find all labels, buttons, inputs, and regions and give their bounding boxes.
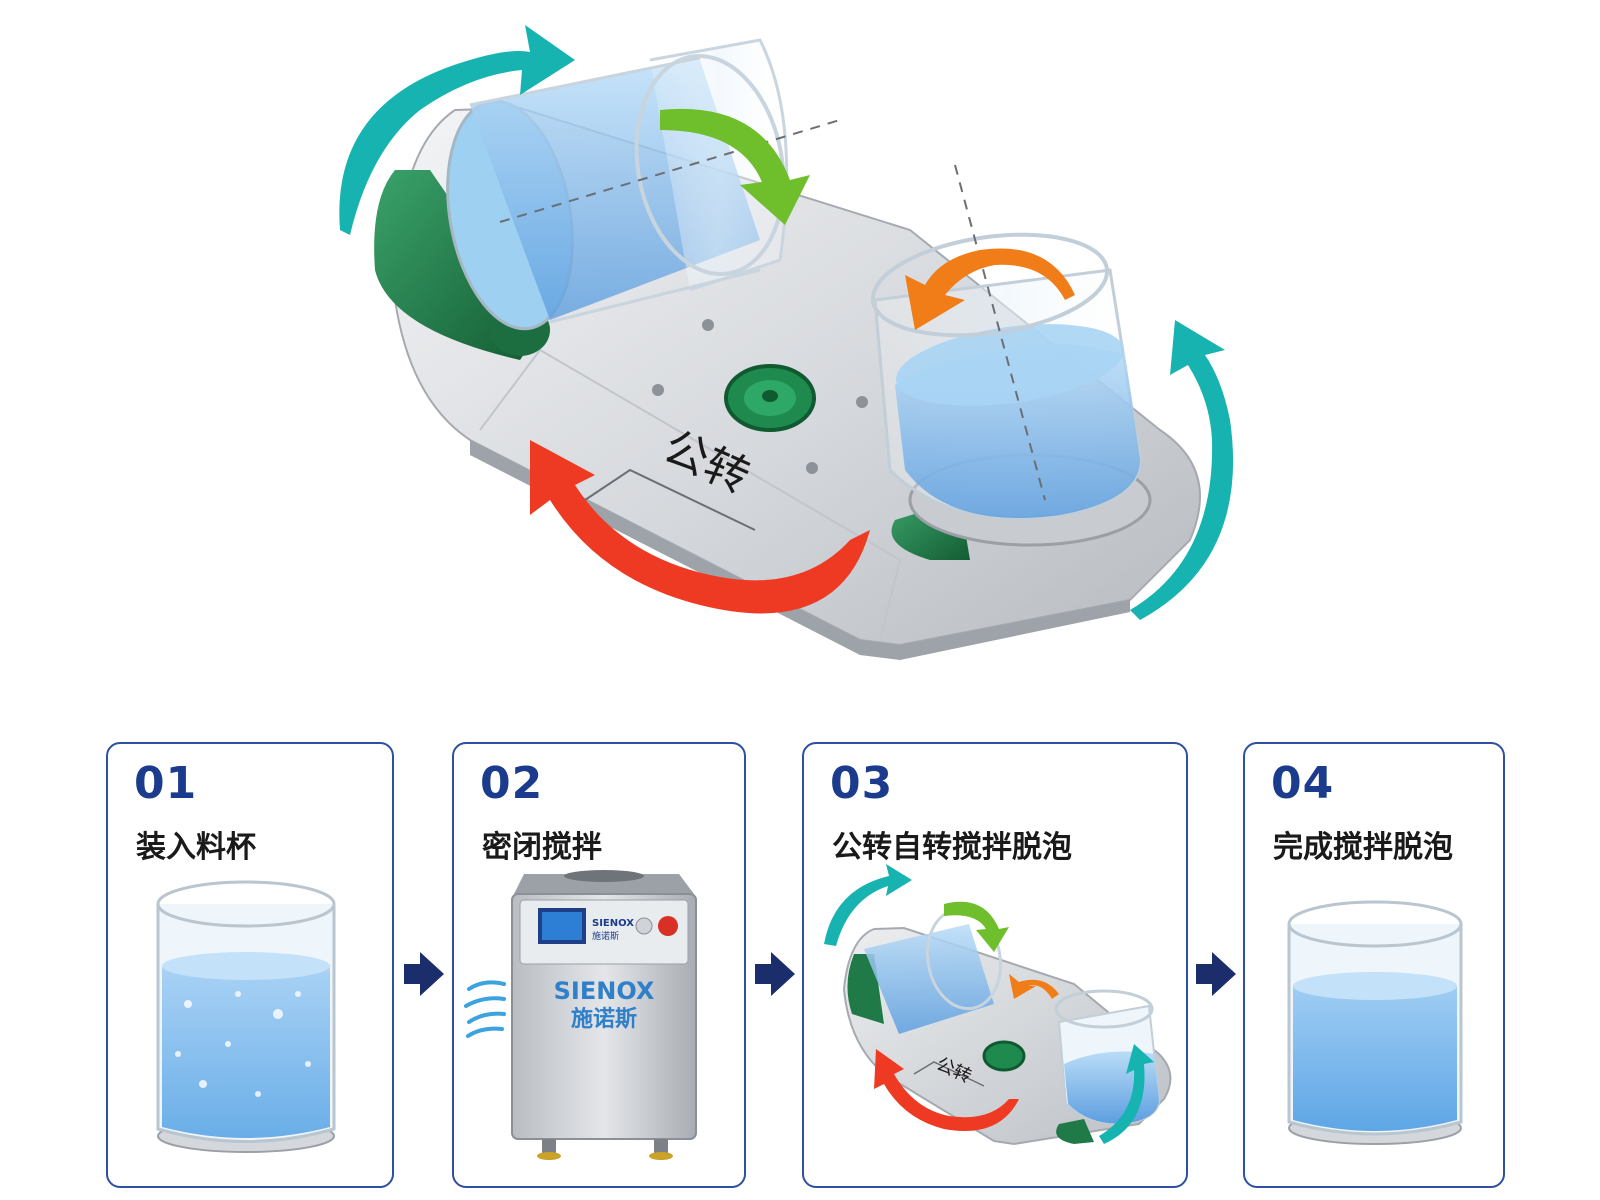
next-step-arrow-icon — [755, 950, 795, 998]
empty-cup-with-liquid — [156, 880, 336, 1153]
step-card-1: 01 装入料杯 — [106, 742, 394, 1188]
rotation-arrow-icon — [339, 25, 575, 235]
panel-brand-en: SIENOX — [592, 918, 634, 929]
mixer-machine: SIENOX 施诺斯 SIENOX 施诺斯 — [464, 870, 697, 1160]
step-title: 装入料杯 — [136, 830, 256, 865]
machine-brand-cn: 施诺斯 — [571, 1006, 637, 1032]
rotation-arrow-icon — [530, 440, 870, 614]
step-card-3: 03 公转自转搅拌脱泡 公转 — [802, 742, 1188, 1188]
step-number: 03 — [830, 758, 894, 809]
step-number: 04 — [1271, 758, 1335, 809]
mini-revolution-illustration: 公转 — [824, 864, 1172, 1146]
step-card-2: 02 密闭搅拌 SIENOX 施诺斯 SIENOX 施诺斯 — [452, 742, 746, 1188]
rotation-arrow-icon — [905, 248, 1075, 330]
rotation-arrow-icon — [660, 108, 810, 225]
next-step-arrow-icon — [404, 950, 444, 998]
step-title: 密闭搅拌 — [482, 830, 602, 865]
hero-illustration: 公转 — [339, 25, 1234, 660]
step-title: 完成搅拌脱泡 — [1273, 830, 1453, 865]
machine-brand-en: SIENOX — [554, 977, 655, 1005]
step-title: 公转自转搅拌脱泡 — [832, 830, 1072, 865]
finished-cup — [1287, 900, 1463, 1145]
step-number: 01 — [134, 758, 198, 809]
panel-brand-cn: 施诺斯 — [592, 930, 619, 942]
rotation-arrow-icon — [1130, 320, 1234, 620]
step-number: 02 — [480, 758, 544, 809]
airflow-icon — [464, 980, 506, 1038]
right-cup-upright — [870, 232, 1142, 520]
next-step-arrow-icon — [1196, 950, 1236, 998]
step-card-4: 04 完成搅拌脱泡 — [1243, 742, 1505, 1188]
